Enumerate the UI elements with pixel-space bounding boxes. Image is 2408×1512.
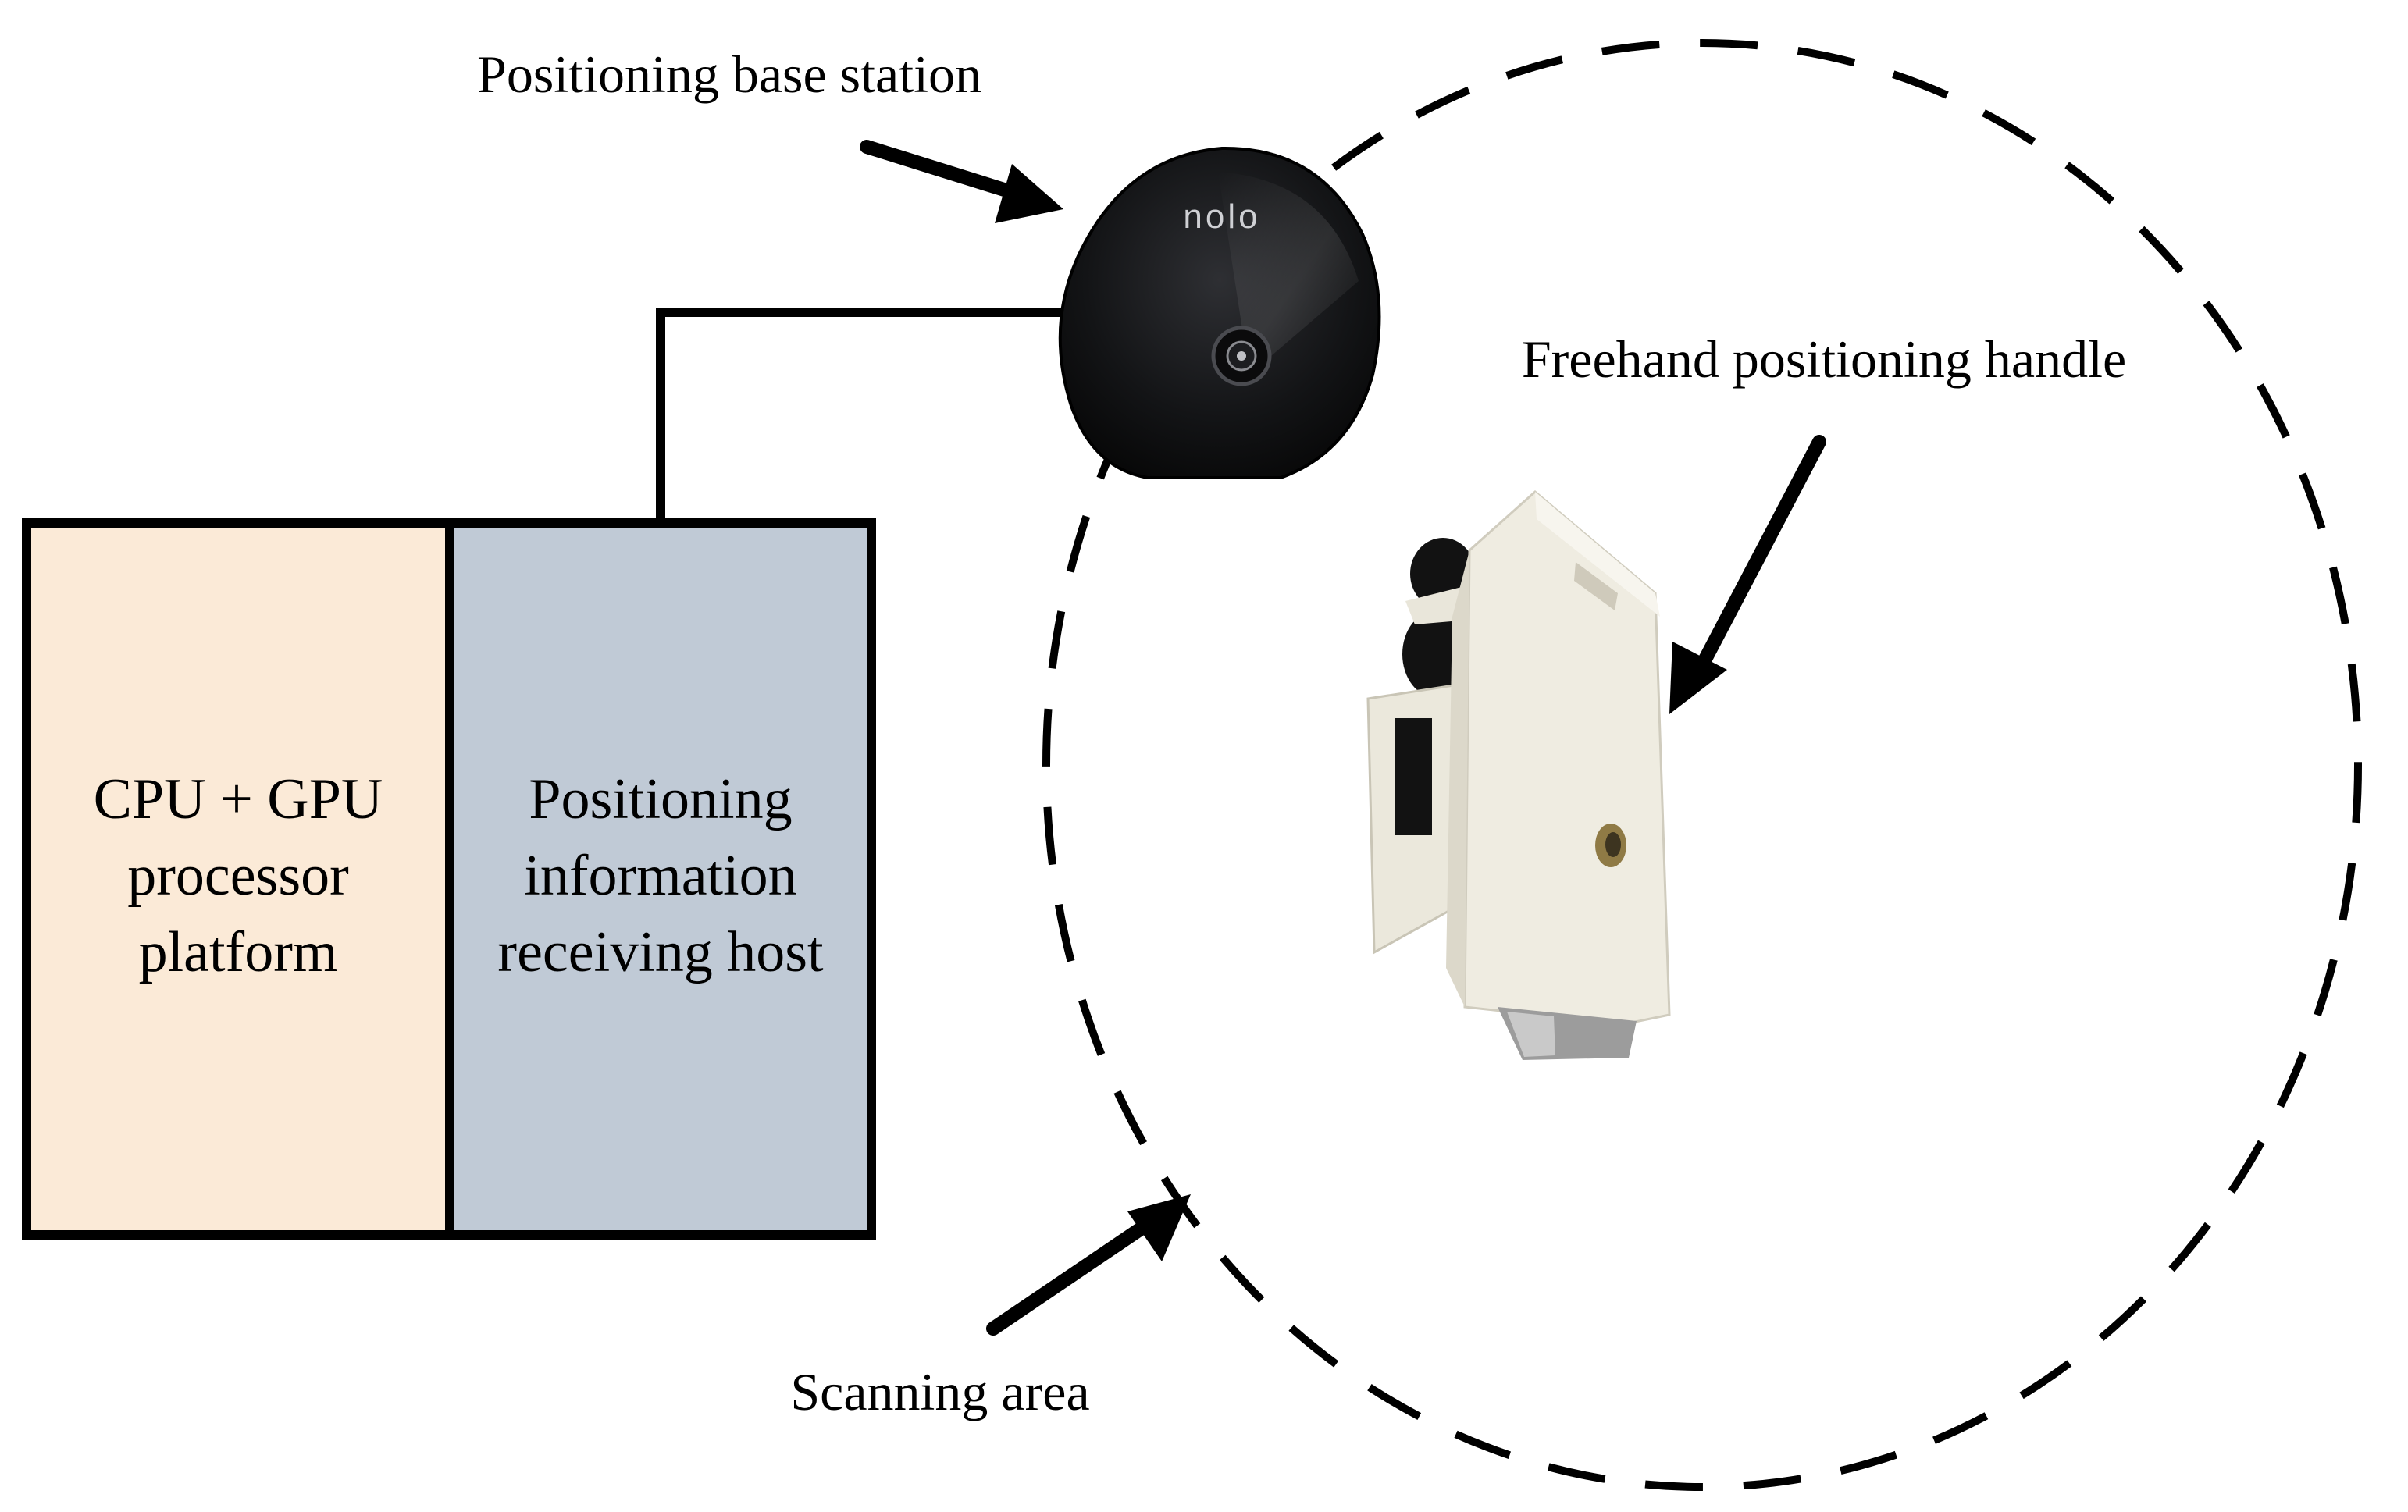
receiving-host-label-line-1: Positioning [529,767,792,831]
base-station-device: nolo [1058,146,1381,479]
receiving-host-label-line-3: receiving host [497,920,824,984]
cpu-gpu-label-line-2: processor [127,844,349,908]
receiving-host-label-line-2: information [524,844,796,908]
scanning-area-circle [1042,39,2362,1491]
handle-label: Freehand positioning handle [1522,329,2126,389]
cpu-gpu-box [22,518,454,1240]
connection-cable [656,308,1071,523]
scanning-area-label: Scanning area [790,1362,1089,1421]
base-station-arrow [860,140,1063,223]
cpu-gpu-label-line-3: platform [139,920,338,984]
base-station-logo: nolo [1183,197,1260,236]
base-station-label: Positioning base station [477,44,981,104]
cpu-gpu-label-line-1: CPU + GPU [94,767,383,831]
positioning-handle-device [1366,490,1671,1060]
receiving-host-box [445,518,876,1240]
handle-arrow [1669,435,1826,714]
scanning-area-arrow [986,1194,1191,1336]
